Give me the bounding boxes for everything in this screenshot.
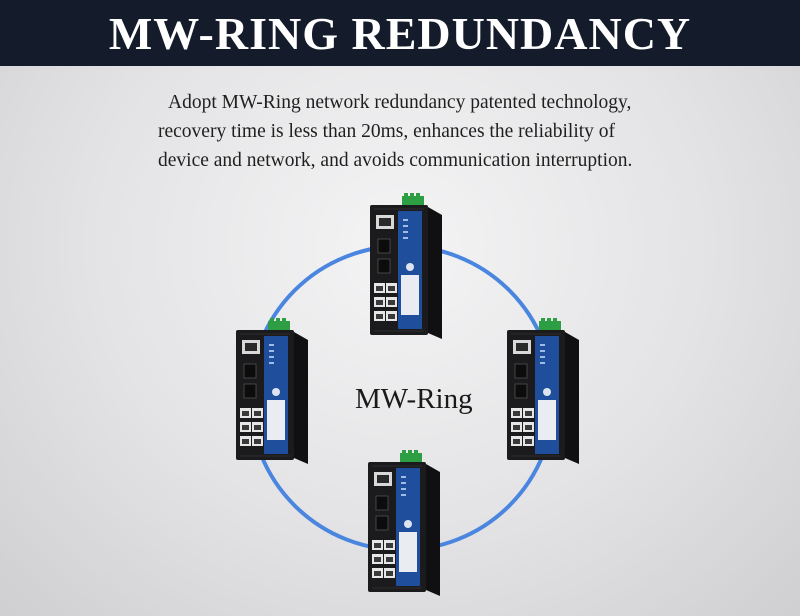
title-banner: MW-RING REDUNDANCY xyxy=(0,0,800,66)
switch-top xyxy=(369,192,443,340)
description: Adopt MW-Ring network redundancy patente… xyxy=(158,88,678,175)
ring-label: MW-Ring xyxy=(355,383,473,415)
description-line-3: device and network, and avoids communica… xyxy=(158,150,633,171)
description-line-2: recovery time is less than 20ms, enhance… xyxy=(158,121,616,142)
switch-left xyxy=(235,317,309,465)
switch-right xyxy=(506,317,580,465)
page-title: MW-RING REDUNDANCY xyxy=(108,7,692,59)
description-line-1: Adopt MW-Ring network redundancy patente… xyxy=(168,92,632,113)
switch-bottom xyxy=(367,449,441,597)
